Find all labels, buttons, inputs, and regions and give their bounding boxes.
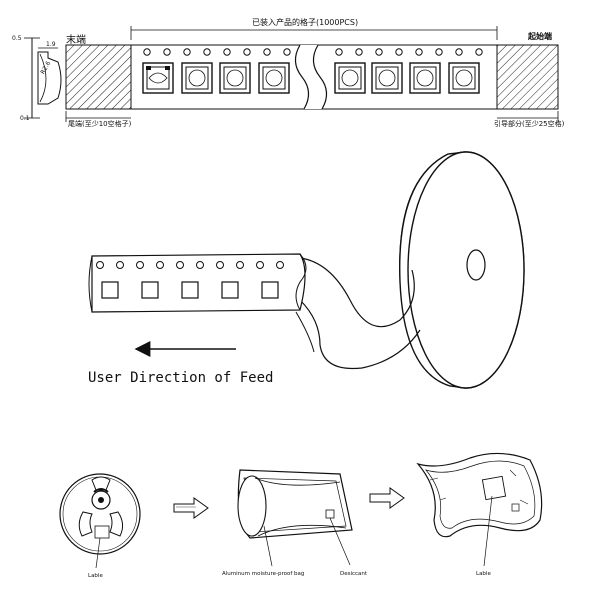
- leader-note: 引导部分(至少25空格): [494, 119, 565, 128]
- reel-label-caption: Lable: [88, 573, 103, 579]
- sealed-bag: Lable: [416, 452, 543, 577]
- pocket: [181, 62, 213, 94]
- pocket: [258, 62, 290, 94]
- sealed-bag-caption: Lable: [476, 571, 491, 577]
- tape-break-symbol: [294, 44, 328, 110]
- pocket: [371, 62, 403, 94]
- pocket: [142, 62, 174, 94]
- sealed-bag-label-sticker: [481, 475, 507, 501]
- feed-sprocket-holes: [96, 261, 284, 269]
- tail-empty-zone: [65, 44, 132, 110]
- loaded-pockets-label: 已装入产品的格子(1000PCS): [252, 17, 358, 27]
- dim-radius-label: R2.6: [39, 60, 52, 76]
- tail-note: 尾端(至少10空格子): [68, 119, 132, 128]
- reel-section: User Direction of Feed: [88, 151, 525, 389]
- reel-label-sticker: [94, 525, 110, 539]
- tape-profile-dimension: 0.5 1.9 R2.6 0.1: [12, 35, 62, 122]
- dim-width-label: 1.9: [46, 41, 56, 48]
- tape-unwind: [299, 257, 415, 328]
- desiccant-caption: Desiccant: [340, 571, 368, 577]
- feed-pockets: [101, 281, 279, 299]
- pocket: [219, 62, 251, 94]
- reel-hub: [466, 249, 486, 281]
- component-pockets: [142, 62, 480, 94]
- feed-direction-label: User Direction of Feed: [88, 370, 273, 386]
- pocket: [448, 62, 480, 94]
- aluminum-bag: Aluminum moisture-proof bag Desiccant: [222, 469, 368, 577]
- bag-caption: Aluminum moisture-proof bag: [222, 571, 304, 577]
- dim-top-label: 0.5: [12, 35, 22, 42]
- sprocket-holes: [143, 48, 483, 56]
- loaded-span-bracket: 已装入产品的格子(1000PCS): [130, 17, 498, 40]
- process-arrow-2: [369, 487, 405, 509]
- pocket: [334, 62, 366, 94]
- pocket: [409, 62, 441, 94]
- packed-reel: Lable: [59, 473, 141, 579]
- process-arrow-1: [173, 497, 209, 519]
- dim-bottom-label: 0.1: [20, 115, 30, 122]
- reel-front-flange: [407, 151, 525, 389]
- desiccant-packet: [325, 509, 335, 519]
- leader-empty-zone: [496, 44, 559, 110]
- tape-start-label: 起始端: [527, 31, 552, 41]
- tape-end-label: 末端: [66, 33, 86, 46]
- tape-section: 0.5 1.9 R2.6 0.1 已装入产品的格子(1000PCS) 末端 起始…: [12, 17, 565, 128]
- packing-section: Lable Aluminum moisture-proof bag Desicc…: [59, 452, 543, 579]
